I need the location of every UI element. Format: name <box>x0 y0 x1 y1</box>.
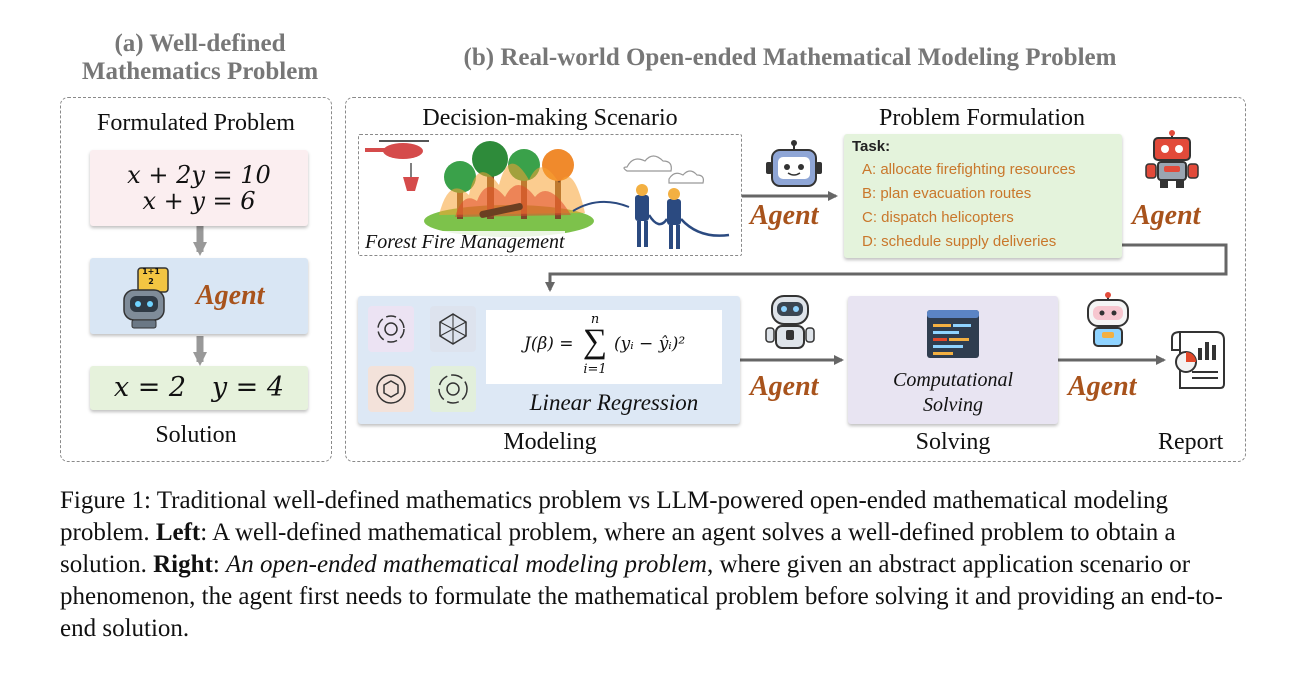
badge-top: 1+1 <box>142 267 160 276</box>
task-item: B: plan evacuation routes <box>862 185 1032 202</box>
arrow-formulation-to-modeling <box>545 243 1228 292</box>
formula-sum-top: n <box>590 312 600 327</box>
helicopter-icon <box>365 140 429 191</box>
money-cycle-icon <box>438 374 468 404</box>
agent-label-2: Agent <box>1132 200 1201 231</box>
cycle-gear-icon <box>377 315 405 343</box>
caption-left-text: : A well-defined mathematical problem, w… <box>60 519 1176 578</box>
caption-colon: : <box>212 551 227 578</box>
summation-symbol: ∑ <box>582 323 608 360</box>
task-item: A: allocate firefighting resources <box>862 161 1076 178</box>
solving-box: Computational Solving <box>848 296 1058 424</box>
report-icon <box>1171 330 1225 389</box>
computational-line-1: Computational <box>892 369 1013 391</box>
problem-formulation-label: Problem Formulation <box>879 105 1085 131</box>
solution-equation: x = 2 y = 4 <box>113 372 285 403</box>
figure-caption: Figure 1: Traditional well-defined mathe… <box>60 485 1250 645</box>
task-header: Task: <box>852 138 891 155</box>
hexagon-hub-icon <box>376 374 406 404</box>
model-tile-3 <box>368 366 414 412</box>
left-agent-label: Agent <box>196 280 265 311</box>
calc-badge: 1+1 2 <box>136 267 166 287</box>
left-agent-box: 1+1 2 Agent <box>90 258 308 334</box>
left-panel-frame <box>60 97 332 462</box>
robot-icon-3 <box>765 295 815 349</box>
caption-right-text: , where given an abstract application sc… <box>60 551 1223 642</box>
network-sphere-icon <box>439 313 467 345</box>
computational-solving-text: Computational Solving <box>848 368 1058 418</box>
task-item: D: schedule supply deliveries <box>862 233 1057 250</box>
forest-fire-illustration <box>365 140 730 249</box>
formula-lhs: J(β) = <box>524 334 574 354</box>
model-tile-4 <box>430 366 476 412</box>
caption-right-bold: Right <box>153 551 213 578</box>
modeling-box: J(β) = n ∑ i=1 (yᵢ − ŷᵢ)² Linear Regress… <box>358 296 740 424</box>
solution-box: x = 2 y = 4 <box>90 366 308 410</box>
robot-icon-1 <box>766 140 822 187</box>
burning-trees-icon <box>439 141 585 219</box>
scenario-label: Decision-making Scenario <box>422 105 678 131</box>
left-title-line-2: Mathematics Problem <box>81 58 319 85</box>
solution-label: Solution <box>155 422 237 448</box>
model-tile-1 <box>368 306 414 352</box>
problem-formulation-box: Task: A: allocate firefighting resources… <box>844 134 1122 258</box>
clouds-icon <box>623 155 704 184</box>
agent-label-3: Agent <box>750 371 819 402</box>
report-label: Report <box>1158 429 1224 455</box>
caption-right-italic: An open-ended mathematical modeling prob… <box>226 551 707 578</box>
caption-prefix: Figure 1: Traditional well-defined mathe… <box>60 487 1169 546</box>
scenario-frame: Forest Fire Management <box>358 134 742 256</box>
left-panel-title: (a) Well-defined Mathematics Problem <box>60 30 340 86</box>
robot-icon-4 <box>1087 292 1129 347</box>
computational-line-2: Solving <box>923 394 983 416</box>
solving-label: Solving <box>915 429 991 455</box>
robot-calculator-icon <box>123 267 169 329</box>
scenario-caption: Forest Fire Management <box>365 231 565 253</box>
agent-label-4: Agent <box>1068 371 1137 402</box>
badge-bottom: 2 <box>148 277 154 286</box>
agent-label-1: Agent <box>750 200 819 231</box>
right-panel-title: (b) Real-world Open-ended Mathematical M… <box>463 44 1117 71</box>
formula-card: J(β) = n ∑ i=1 (yᵢ − ŷᵢ)² <box>486 310 722 384</box>
caption-left-bold: Left <box>155 519 201 546</box>
model-caption: Linear Regression <box>529 390 699 415</box>
modeling-label: Modeling <box>503 429 597 455</box>
formula-sum-bottom: i=1 <box>583 362 607 377</box>
code-window-icon <box>927 310 979 358</box>
model-tile-2 <box>430 306 476 352</box>
right-panel-frame <box>345 97 1246 462</box>
firefighters-icon <box>572 184 730 249</box>
equation-1: x + 2y = 10 <box>127 161 271 189</box>
equation-2: x + y = 6 <box>142 187 256 215</box>
formulated-problem-label: Formulated Problem <box>97 110 295 136</box>
left-title-line-1: (a) Well-defined <box>114 30 286 57</box>
formulated-problem-box: x + 2y = 10 x + y = 6 <box>90 150 308 226</box>
task-item: C: dispatch helicopters <box>862 209 1014 226</box>
formula-rhs: (yᵢ − ŷᵢ)² <box>614 334 686 354</box>
robot-icon-2 <box>1145 130 1199 188</box>
